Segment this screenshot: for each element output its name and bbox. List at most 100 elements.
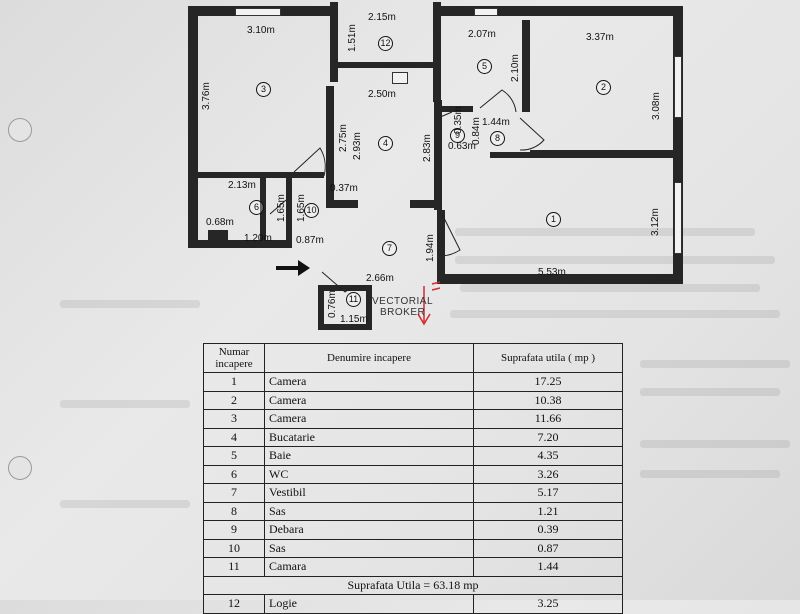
table-cell: 5 [203,446,265,466]
table-header-row: Numar incapere Denumire incapere Suprafa… [203,343,623,373]
table-cell: 3.26 [473,464,623,484]
table-cell: Vestibil [264,483,474,503]
room-number: 12 [378,36,393,51]
dimension-label: 3.08m [651,92,662,120]
wall [410,200,438,208]
dimension-label: 2.10m [510,54,521,82]
show-through-text [455,228,755,236]
wall [366,285,372,330]
table-cell: 2 [203,390,265,410]
window [235,8,281,16]
show-through-text [460,284,760,292]
table-cell: 4 [203,427,265,447]
total-cell: Suprafata Utila = 63.18 mp [203,575,623,595]
dimension-label: 1.65m [296,194,307,222]
table-cell: 7 [203,483,265,503]
room-number: 8 [490,131,505,146]
table-cell: 8 [203,501,265,521]
wall [208,230,228,242]
wall [196,172,324,178]
show-through-text [640,440,790,448]
dimension-label: 2.07m [468,29,496,40]
room-number: 7 [382,241,397,256]
dimension-label: 3.10m [247,25,275,36]
show-through-text [640,470,780,478]
watermark-text: VECTORIAL [372,296,433,307]
table-cell: Debara [264,520,474,540]
wall [437,106,473,112]
dimension-label: 1.44m [482,117,510,128]
wall [437,210,445,280]
table-cell: Sas [264,501,474,521]
wall [318,285,324,330]
room-number: 11 [346,292,361,307]
show-through-text [60,500,190,508]
table-cell: Logie [264,594,474,614]
column-header: Suprafata utila ( mp ) [473,343,623,373]
dimension-label: 0.87m [296,235,324,246]
dimension-label: 0.63m [448,141,476,152]
show-through-text [640,360,790,368]
table-cell: Camera [264,409,474,429]
table-cell: Sas [264,538,474,558]
show-through-text [60,400,190,408]
table-cell: 4.35 [473,446,623,466]
wall [434,100,442,210]
dimension-label: 2.75m [338,124,349,152]
dimension-label: 1.51m [347,24,358,52]
table-cell: 10 [203,538,265,558]
column-header: Denumire incapere [264,343,474,373]
table-cell: 0.87 [473,538,623,558]
window [474,8,498,16]
table-cell: 9 [203,520,265,540]
door-swing [441,213,461,257]
wall [673,6,683,284]
room-number: 5 [477,59,492,74]
table-cell: 3.25 [473,594,623,614]
wall [337,62,433,68]
dimension-label: 1.20m [244,233,272,244]
room-number: 10 [304,203,319,218]
wall [522,20,530,112]
dimension-label: 5.53m [538,267,566,278]
dimension-label: 2.83m [422,134,433,162]
room-number: 6 [249,200,264,215]
dimension-label: 2.15m [368,12,396,23]
table-cell: 11 [203,557,265,577]
room-area-table: Numar incapere Denumire incapere Suprafa… [203,343,623,614]
dimension-label: 1.94m [425,234,436,262]
punch-hole [8,456,32,480]
room-number: 1 [546,212,561,227]
door-swing [437,111,453,119]
document-page: 1 2 3 4 5 6 7 8 9 10 11 12 3.10m 2.15m 2… [8,2,790,614]
table-cell: Bucatarie [264,427,474,447]
dimension-label: 2.13m [228,180,256,191]
table-cell: 1.21 [473,501,623,521]
table-cell: 10.38 [473,390,623,410]
table-cell: 0.39 [473,520,623,540]
table-cell: Camera [264,390,474,410]
room-number: 2 [596,80,611,95]
dimension-label: 3.76m [201,82,212,110]
wall [188,6,198,246]
punch-hole [8,118,32,142]
show-through-text [455,256,775,264]
door-swing [321,271,367,293]
room-number: 9 [450,128,465,143]
table-cell: 1 [203,372,265,392]
window [392,72,408,84]
window [674,182,682,254]
show-through-text [450,310,780,318]
room-number: 4 [378,136,393,151]
dimension-label: 0.76m [327,290,338,318]
door-swing [293,147,326,177]
show-through-text [640,388,780,396]
table-cell: 5.17 [473,483,623,503]
